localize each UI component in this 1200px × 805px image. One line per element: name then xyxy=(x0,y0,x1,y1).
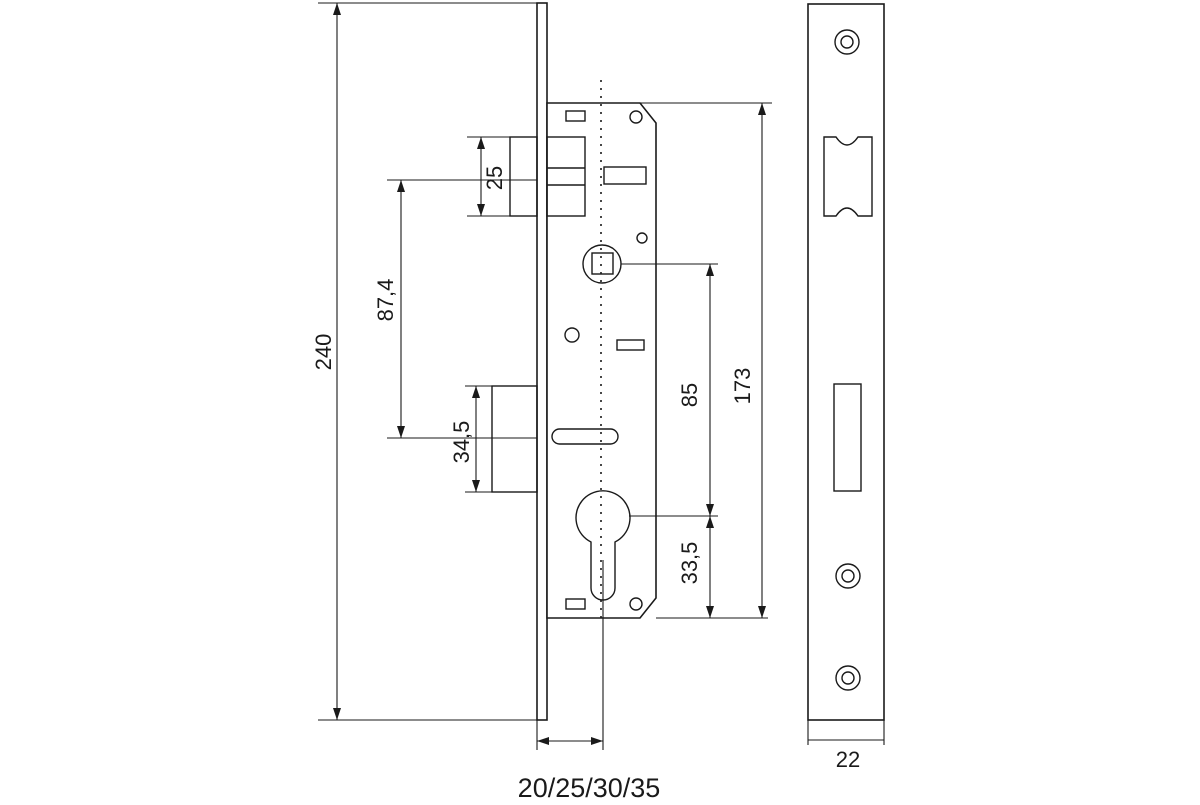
dim-latch-height: 34,5 xyxy=(449,385,492,493)
latch-opening xyxy=(833,383,862,492)
dim-bolt-height-label: 25 xyxy=(482,166,507,190)
dim-bolt-spacing-label: 87,4 xyxy=(373,279,398,322)
top-screw-hole xyxy=(629,110,643,124)
dim-backset: 20/25/30/35 xyxy=(518,720,661,803)
dead-bolt xyxy=(509,136,586,217)
dim-faceplate-width: 22 xyxy=(807,720,885,772)
bolt-opening xyxy=(823,136,873,217)
middle-hole xyxy=(564,327,580,343)
dim-bolt-spacing: 87,4 xyxy=(373,179,537,439)
dim-faceplate-width-label: 22 xyxy=(836,747,860,772)
dim-case-height-label: 173 xyxy=(730,368,755,405)
dim-overall-height: 240 xyxy=(311,2,537,721)
follower-square xyxy=(591,252,614,275)
dim-cylinder-to-bottom-label: 33,5 xyxy=(677,542,702,585)
middle-slot xyxy=(616,339,645,351)
latch-bolt xyxy=(491,385,538,493)
dim-overall-height-label: 240 xyxy=(311,334,336,371)
faceplate-top-screw xyxy=(834,29,860,55)
dim-cylinder-to-bottom: 33,5 xyxy=(656,516,768,619)
faceplate-mid-screw-inner xyxy=(841,569,855,583)
upper-slot xyxy=(603,166,647,185)
dim-handle-to-cylinder: 85 xyxy=(621,263,718,517)
faceplate-bottom-screw xyxy=(835,665,861,691)
bottom-screw-hole xyxy=(629,597,643,611)
faceplate-bottom-screw-inner xyxy=(841,671,855,685)
faceplate-top-screw-inner xyxy=(840,35,854,49)
dim-case-height: 173 xyxy=(640,102,772,618)
oval-slot xyxy=(551,428,619,445)
small-hole xyxy=(636,232,648,244)
dim-latch-height-label: 34,5 xyxy=(449,421,474,464)
cylinder-cutout xyxy=(575,490,631,601)
bottom-slot xyxy=(565,598,586,610)
top-slot xyxy=(565,110,586,122)
faceplate xyxy=(807,3,885,721)
dim-bolt-height: 25 xyxy=(467,136,510,217)
dim-handle-to-cylinder-label: 85 xyxy=(677,383,702,407)
dim-backset-label: 20/25/30/35 xyxy=(518,773,661,800)
faceplate-mid-screw xyxy=(835,563,861,589)
forend-plate xyxy=(536,2,548,721)
